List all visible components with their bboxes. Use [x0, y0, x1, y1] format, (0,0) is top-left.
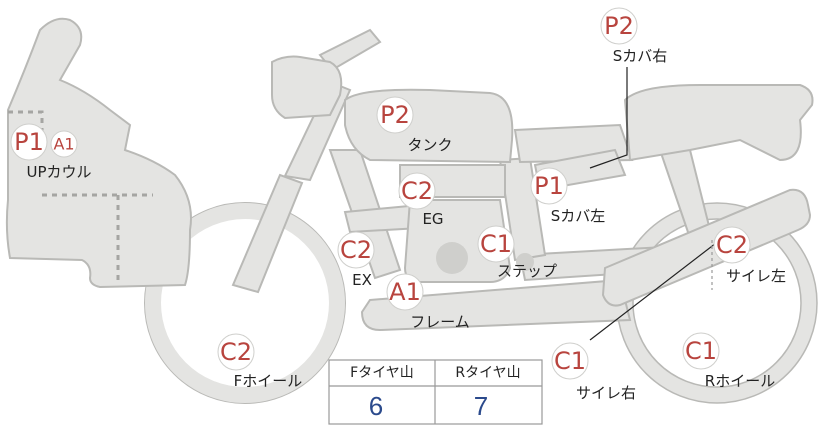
label-engine: EG	[422, 210, 443, 228]
badge-engine: C2	[398, 172, 436, 210]
svg-text:P1: P1	[534, 172, 564, 200]
svg-text:P2: P2	[380, 101, 410, 129]
badge-s-cover-right: P2	[600, 7, 638, 45]
label-frame: フレーム	[410, 313, 470, 331]
label-up-cowl: UPカウル	[26, 163, 91, 181]
svg-text:A1: A1	[53, 135, 74, 154]
svg-text:P2: P2	[604, 12, 634, 40]
svg-text:C1: C1	[685, 337, 717, 365]
badge-frame: A1	[386, 273, 424, 311]
label-muffler-right: サイレ右	[576, 384, 636, 402]
tire-tread-table: Fタイヤ山 Rタイヤ山 6 7	[328, 359, 543, 425]
label-rear-wheel: Rホイール	[705, 372, 775, 390]
upper-cowl-shape	[5, 17, 192, 289]
badge-s-cover-left: P1	[530, 167, 568, 205]
label-muffler-left: サイレ左	[726, 267, 786, 285]
svg-text:C2: C2	[220, 338, 252, 366]
headlight-housing	[271, 55, 343, 120]
label-s-cover-right: Sカバ右	[613, 47, 668, 65]
badge-up-cowl-secondary: A1	[50, 130, 78, 158]
badge-tank: P2	[376, 96, 414, 134]
label-s-cover-left: Sカバ左	[551, 207, 606, 225]
front-wheel	[144, 202, 346, 404]
label-step: ステップ	[497, 262, 557, 280]
svg-text:C1: C1	[480, 230, 512, 258]
rear-wheel	[616, 202, 818, 404]
badge-rear-wheel: C1	[682, 332, 720, 370]
badge-up-cowl: P1	[10, 123, 48, 161]
svg-text:C2: C2	[401, 177, 433, 205]
label-exhaust: EX	[352, 271, 372, 289]
badge-muffler-right: C1	[551, 342, 589, 380]
label-tank: タンク	[407, 136, 452, 154]
leader-lines	[589, 67, 721, 341]
badge-muffler-left: C2	[713, 226, 751, 264]
table-header-rear-tire: Rタイヤ山	[455, 365, 520, 381]
svg-text:C2: C2	[340, 236, 372, 264]
engine-shape	[399, 164, 534, 283]
table-value-front-tire: 6	[369, 391, 383, 421]
badge-front-wheel: C2	[217, 333, 255, 371]
tail-shape	[623, 84, 814, 162]
muffler-shape	[601, 188, 812, 307]
table-header-front-tire: Fタイヤ山	[350, 365, 414, 381]
svg-text:A1: A1	[389, 278, 421, 306]
badge-exhaust: C2	[337, 231, 375, 269]
svg-text:P1: P1	[14, 128, 44, 156]
cowl-dotted-lines	[8, 110, 153, 285]
svg-text:C2: C2	[716, 231, 748, 259]
badge-step: C1	[477, 225, 515, 263]
svg-text:C1: C1	[554, 347, 586, 375]
label-front-wheel: Fホイール	[234, 372, 303, 390]
table-value-rear-tire: 7	[474, 391, 488, 421]
